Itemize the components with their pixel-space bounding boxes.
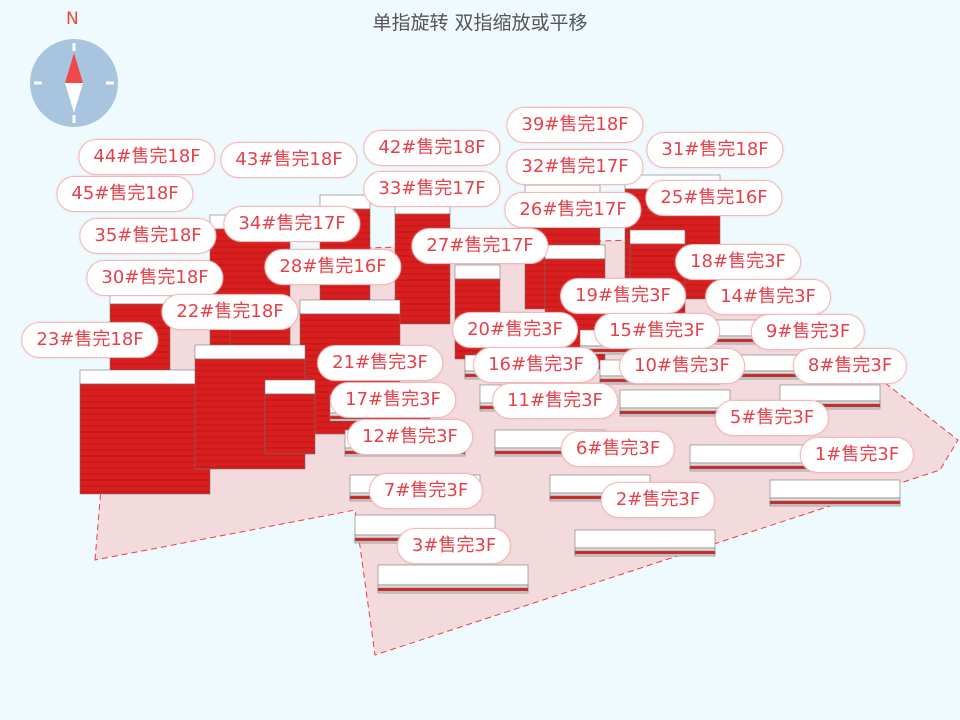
building-label[interactable]: 44#售完18F <box>78 139 216 175</box>
building-label[interactable]: 12#售完3F <box>347 419 473 455</box>
building-label[interactable]: 19#售完3F <box>560 278 686 314</box>
building-label[interactable]: 32#售完17F <box>506 149 644 185</box>
building-label[interactable]: 42#售完18F <box>363 130 501 166</box>
lowrise-stripe <box>574 550 716 555</box>
tower-roof <box>299 299 401 315</box>
building-label[interactable]: 35#售完18F <box>79 218 217 254</box>
north-label: N <box>66 9 79 29</box>
building-label[interactable]: 26#售完17F <box>504 192 642 228</box>
lowrise-stripe <box>769 500 901 505</box>
gesture-hint: 单指旋转 双指缩放或平移 <box>372 12 588 34</box>
building-label[interactable]: 11#售完3F <box>492 383 618 419</box>
tower-roof <box>264 379 316 395</box>
tower-roof <box>454 264 501 280</box>
building-label[interactable]: 31#售完18F <box>646 132 784 168</box>
lowrise-stripe <box>377 587 529 592</box>
lowrise-roof <box>619 389 731 409</box>
building-label[interactable]: 17#售完3F <box>330 382 456 418</box>
building-label[interactable]: 2#售完3F <box>600 482 716 518</box>
tower-roof <box>79 369 211 385</box>
tower-wall <box>79 383 211 495</box>
building-label[interactable]: 45#售完18F <box>56 176 194 212</box>
building-label[interactable]: 33#售完17F <box>363 171 501 207</box>
lowrise-roof <box>377 564 529 586</box>
building-label[interactable]: 16#售完3F <box>473 347 599 383</box>
building-label[interactable]: 5#售完3F <box>714 400 830 436</box>
building-label[interactable]: 18#售完3F <box>675 244 801 280</box>
building-label[interactable]: 1#售完3F <box>799 437 915 473</box>
building-label[interactable]: 3#售完3F <box>396 528 512 564</box>
building-label[interactable]: 30#售完18F <box>86 260 224 296</box>
lowrise-stripe <box>619 410 731 415</box>
lowrise-roof <box>779 384 881 402</box>
building-label[interactable]: 39#售完18F <box>506 107 644 143</box>
building-label[interactable]: 21#售完3F <box>317 345 443 381</box>
building-label[interactable]: 7#售完3F <box>368 473 484 509</box>
lowrise-stripe <box>689 465 811 470</box>
building-label[interactable]: 43#售完18F <box>220 142 358 178</box>
building-label[interactable]: 14#售完3F <box>705 279 831 315</box>
compass-icon[interactable] <box>30 39 118 127</box>
building-label[interactable]: 10#售完3F <box>619 348 745 384</box>
building-label[interactable]: 8#售完3F <box>792 348 908 384</box>
building-label[interactable]: 9#售完3F <box>750 314 866 350</box>
building-label[interactable]: 15#售完3F <box>594 313 720 349</box>
tower-roof <box>544 244 606 260</box>
lowrise-roof <box>769 479 901 499</box>
lowrise-roof <box>689 444 811 464</box>
tower-roof <box>194 344 306 360</box>
building-label[interactable]: 6#售完3F <box>560 431 676 467</box>
building-label[interactable]: 22#售完18F <box>161 294 299 330</box>
building-label[interactable]: 20#售完3F <box>452 312 578 348</box>
building-label[interactable]: 27#售完17F <box>411 228 549 264</box>
building-label[interactable]: 23#售完18F <box>21 322 159 358</box>
building-label[interactable]: 34#售完17F <box>223 206 361 242</box>
building-label[interactable]: 28#售完16F <box>264 249 402 285</box>
lowrise-roof <box>574 529 716 549</box>
tower-roof <box>629 229 686 245</box>
building-label[interactable]: 25#售完16F <box>645 180 783 216</box>
